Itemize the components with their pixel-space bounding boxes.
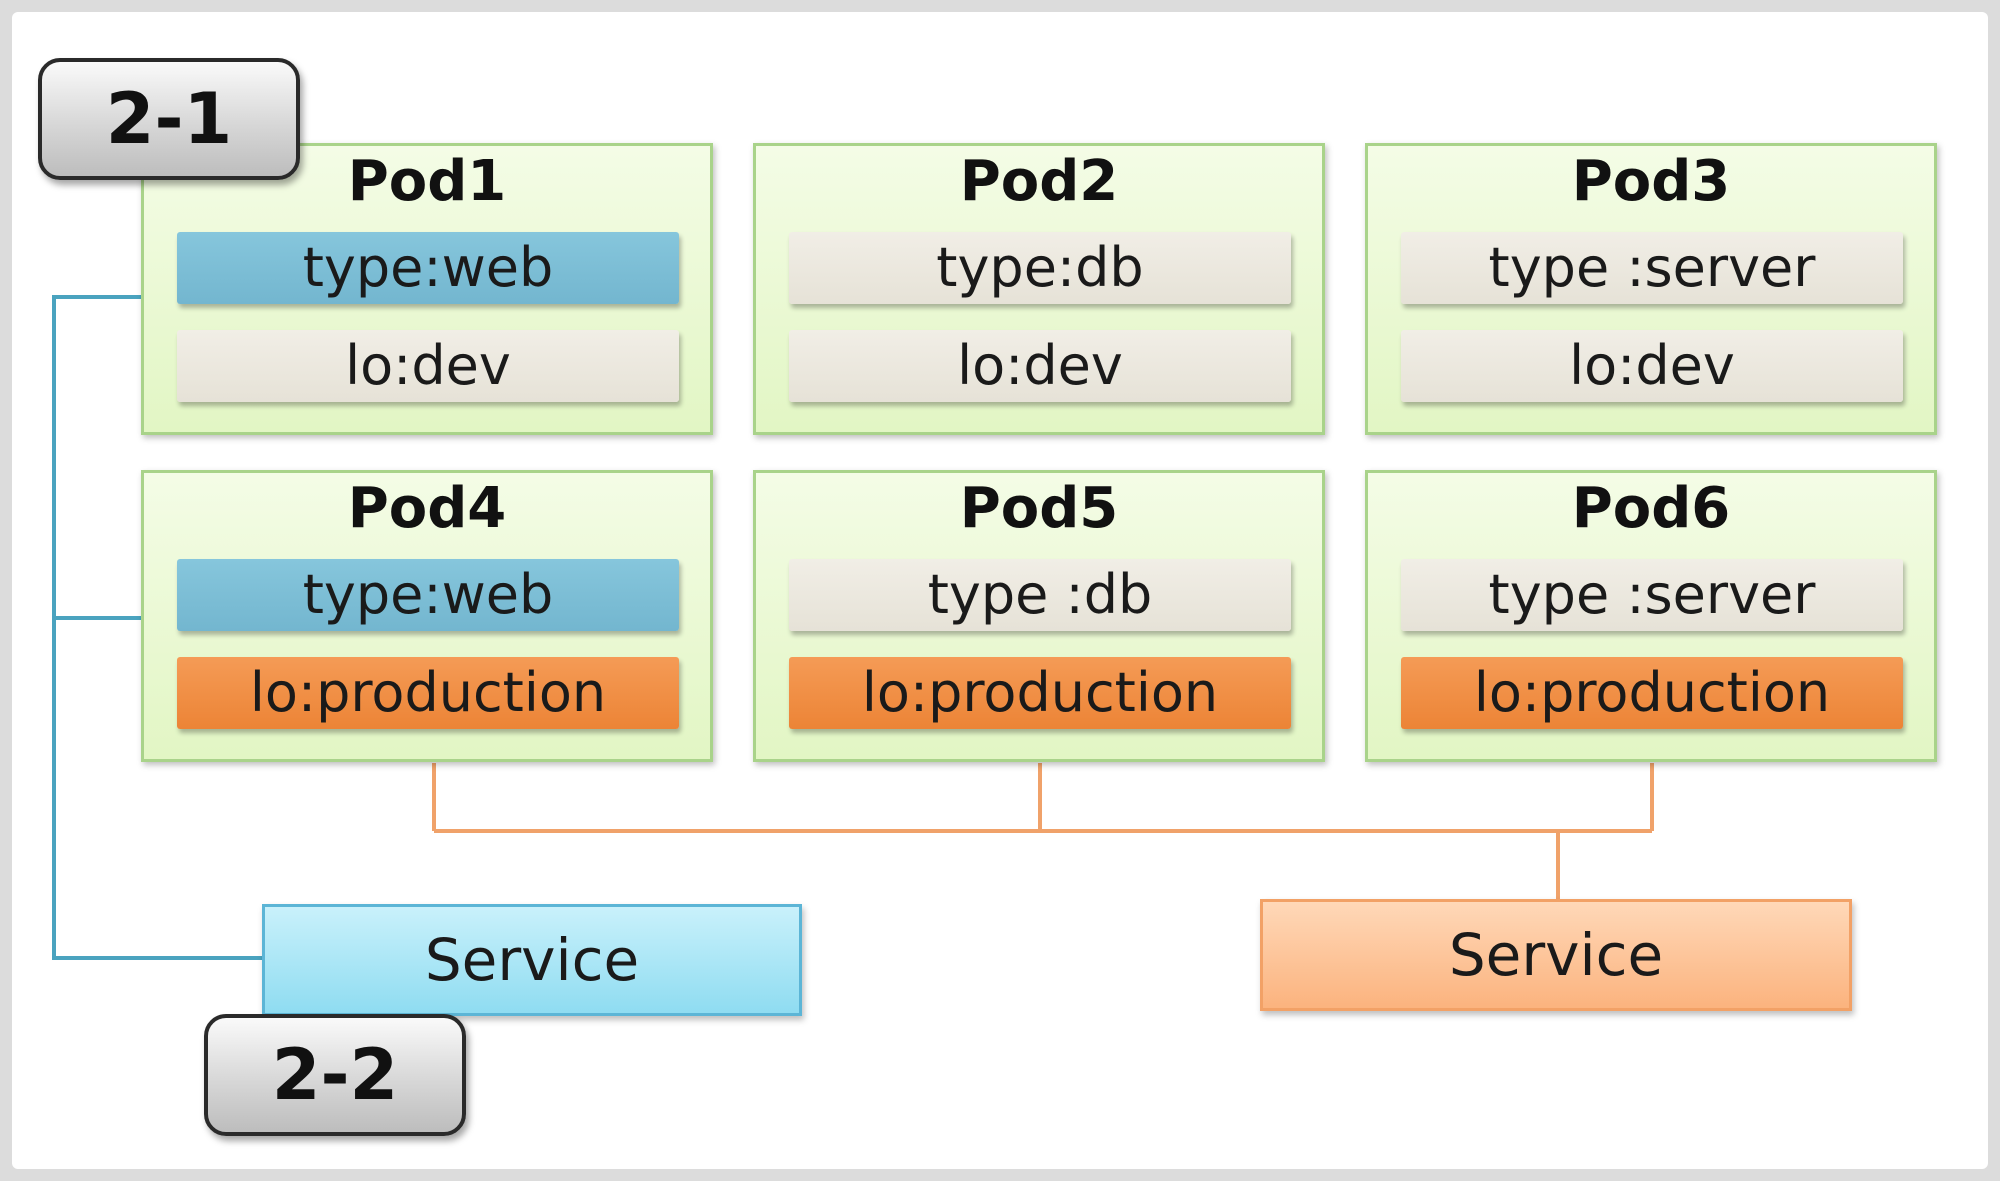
pod-3: Pod3 type :server lo:dev: [1365, 143, 1937, 435]
pod-title: Pod6: [1571, 476, 1731, 541]
step-tag-2-1: 2-1: [38, 58, 300, 180]
label-type-server: type :server: [1401, 232, 1903, 304]
label-type-web: type:web: [177, 559, 679, 631]
pod-title: Pod3: [1571, 149, 1731, 214]
pod-6: Pod6 type :server lo:production: [1365, 470, 1937, 762]
label-lo-production: lo:production: [1401, 657, 1903, 729]
label-type-db: type :db: [789, 559, 1291, 631]
label-type-db: type:db: [789, 232, 1291, 304]
pod-title: Pod2: [959, 149, 1119, 214]
pod-title: Pod4: [347, 476, 507, 541]
pod-5: Pod5 type :db lo:production: [753, 470, 1325, 762]
label-lo-dev: lo:dev: [1401, 330, 1903, 402]
step-tag-2-2: 2-2: [204, 1014, 466, 1136]
pod-title: Pod1: [347, 149, 507, 214]
service-production: Service: [1260, 899, 1852, 1011]
label-lo-production: lo:production: [789, 657, 1291, 729]
label-lo-dev: lo:dev: [177, 330, 679, 402]
pod-2: Pod2 type:db lo:dev: [753, 143, 1325, 435]
label-type-server: type :server: [1401, 559, 1903, 631]
label-lo-dev: lo:dev: [789, 330, 1291, 402]
label-lo-production: lo:production: [177, 657, 679, 729]
label-type-web: type:web: [177, 232, 679, 304]
service-web: Service: [262, 904, 802, 1016]
pod-1: Pod1 type:web lo:dev: [141, 143, 713, 435]
pod-title: Pod5: [959, 476, 1119, 541]
pod-4: Pod4 type:web lo:production: [141, 470, 713, 762]
